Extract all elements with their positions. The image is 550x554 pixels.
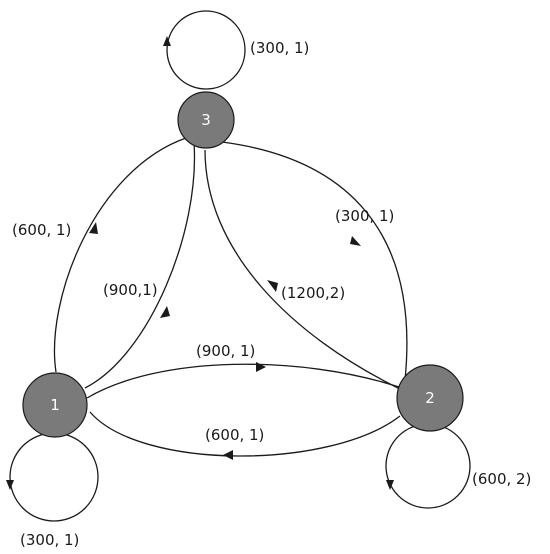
edge-3-3-label: (300, 1) bbox=[250, 39, 309, 57]
node-1-circle bbox=[22, 372, 88, 438]
node-2: 2 bbox=[396, 364, 464, 432]
edge-1-3: (600, 1) bbox=[12, 137, 187, 373]
edge-3-2-label: (300, 1) bbox=[335, 207, 394, 225]
edge-2-3-path bbox=[204, 149, 401, 390]
edge-2-1-arrowhead bbox=[223, 450, 233, 460]
edge-2-3: (1200,2) bbox=[204, 149, 401, 390]
edge-2-1-path bbox=[89, 411, 401, 457]
edge-1-3-label: (600, 1) bbox=[12, 221, 71, 239]
edge-1-1-label: (300, 1) bbox=[20, 531, 79, 549]
edge-3-3-loop bbox=[166, 10, 246, 90]
edge-3-3-arrowhead bbox=[163, 36, 171, 46]
node-2-circle bbox=[396, 364, 464, 432]
edge-2-1-label: (600, 1) bbox=[205, 426, 264, 444]
edge-3-2-arrowhead bbox=[350, 236, 361, 246]
edge-2-2: (600, 2) bbox=[385, 423, 531, 509]
edge-3-2-path bbox=[221, 141, 408, 381]
edge-1-2-arrowhead bbox=[256, 362, 266, 372]
edge-3-1-arrowhead bbox=[160, 306, 170, 318]
edge-2-3-arrowhead bbox=[267, 280, 278, 292]
edge-1-2-path bbox=[86, 363, 400, 399]
edge-1-2: (900, 1) bbox=[86, 342, 400, 399]
edge-2-3-label: (1200,2) bbox=[281, 284, 345, 302]
edge-2-2-loop bbox=[385, 423, 471, 509]
edge-3-3: (300, 1) bbox=[163, 10, 309, 90]
edge-3-2: (300, 1) bbox=[221, 141, 408, 381]
node-3: 3 bbox=[177, 91, 235, 149]
edge-1-1-arrowhead bbox=[6, 480, 14, 490]
edge-1-3-path bbox=[53, 137, 187, 373]
node-1-label: 1 bbox=[50, 396, 60, 414]
edge-1-1: (300, 1) bbox=[6, 432, 99, 549]
edge-2-2-label: (600, 2) bbox=[472, 470, 531, 488]
node-3-circle bbox=[177, 91, 235, 149]
edge-3-1-path bbox=[84, 142, 196, 389]
edge-1-2-label: (900, 1) bbox=[196, 342, 255, 360]
edge-3-1: (900,1) bbox=[84, 142, 196, 389]
node-2-label: 2 bbox=[425, 389, 435, 407]
edge-1-1-loop bbox=[9, 432, 99, 522]
node-1: 1 bbox=[22, 372, 88, 438]
edge-1-3-arrowhead bbox=[89, 222, 98, 234]
edge-3-1-label: (900,1) bbox=[103, 281, 158, 299]
node-3-label: 3 bbox=[201, 111, 211, 129]
edge-2-1: (600, 1) bbox=[89, 411, 401, 460]
edge-2-2-arrowhead bbox=[386, 480, 394, 490]
